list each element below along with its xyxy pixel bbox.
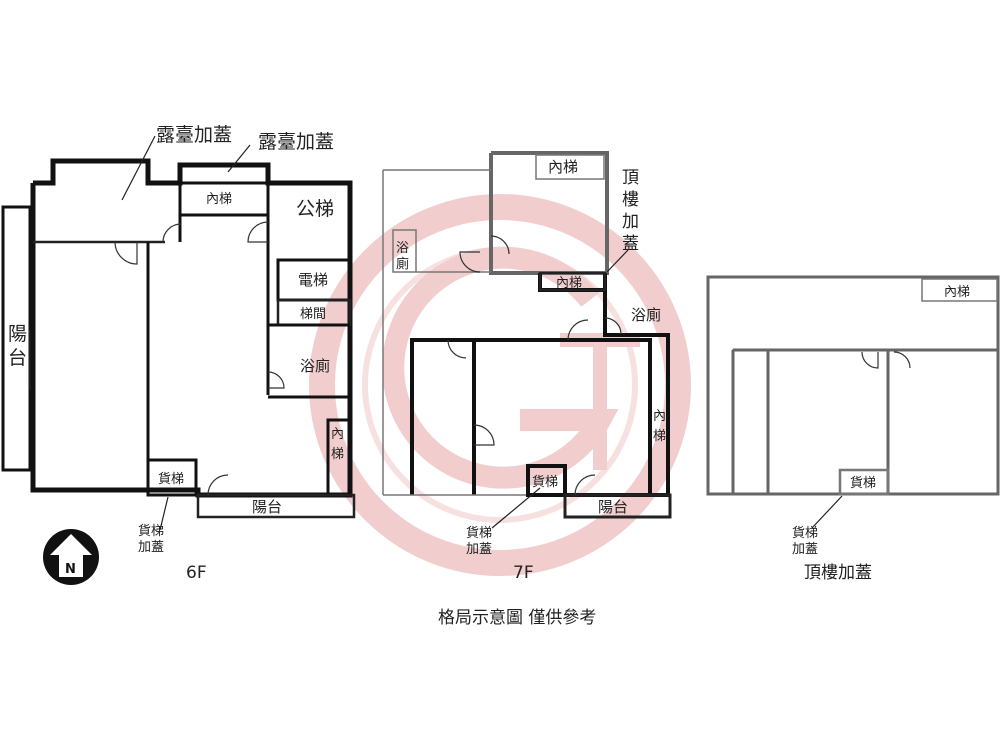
compass-north-icon: N: [43, 529, 99, 585]
balcony-bottom-6f: [196, 493, 356, 519]
label-public-stair: 公梯: [296, 198, 334, 220]
label-freight-lift-6f: 貨梯: [158, 471, 184, 487]
label-freight-cover-rooftop-1: 貨梯: [792, 525, 818, 541]
label-rooftop-v4: 蓋: [622, 234, 639, 254]
label-terrace-cover-2: 露臺加蓋: [258, 131, 334, 153]
label-balcony-7f: 陽台: [598, 498, 628, 516]
freight-lift-7f: [526, 464, 567, 497]
label-freight-cover-6f-2: 加蓋: [138, 540, 164, 555]
label-freight-cover-6f-1: 貨梯: [138, 523, 164, 539]
compass-n-label: N: [65, 562, 76, 577]
label-inner-stair-v1-7f: 內: [653, 409, 666, 424]
caption-rooftop: 頂樓加蓋: [804, 563, 872, 583]
label-bathroom-7f: 浴廁: [631, 306, 661, 324]
label-bathroom-v2-7f: 廁: [396, 256, 409, 272]
label-balcony-left-v2: 台: [8, 347, 27, 369]
label-inner-stair-v1-6f: 內: [331, 427, 344, 442]
label-freight-cover-rooftop-2: 加蓋: [792, 542, 818, 557]
label-rooftop-v2: 樓: [622, 190, 639, 210]
freight-lift-6f: [146, 458, 198, 497]
label-balcony-6f: 陽台: [252, 498, 282, 516]
label-freight-cover-7f-2: 加蓋: [466, 542, 492, 557]
label-inner-stair-rooftop: 內梯: [944, 285, 970, 300]
label-stairwell: 梯間: [300, 307, 326, 322]
watermark-logo: [309, 194, 691, 576]
label-inner-stair-v2-6f: 梯: [331, 447, 344, 462]
plan-rooftop: 內梯 貨梯 貨梯 加蓋 頂樓加蓋: [706, 275, 1000, 583]
label-balcony-left-v1: 陽: [8, 323, 27, 345]
label-freight-lift-rooftop: 貨梯: [850, 475, 876, 491]
label-elevator: 電梯: [298, 271, 328, 289]
label-bathroom-6f: 浴廁: [300, 357, 330, 375]
label-freight-cover-7f-1: 貨梯: [466, 525, 492, 541]
outline-6f: [30, 158, 353, 498]
label-rooftop-v3: 加: [622, 212, 639, 232]
caption-note: 格局示意圖 僅供參考: [438, 608, 596, 628]
label-terrace-cover-1: 露臺加蓋: [156, 124, 232, 146]
label-bathroom-v1-7f: 浴: [396, 241, 409, 256]
label-rooftop-v1: 頂: [622, 168, 639, 188]
freight-lift-rooftop: [838, 468, 890, 496]
caption-7f: 7F: [513, 563, 534, 583]
label-freight-lift-7f: 貨梯: [532, 474, 558, 490]
plan-6f: 露臺加蓋 露臺加蓋 內梯 公梯 電梯 梯間 浴廁 內 梯 貨梯 陽台 陽 台 貨…: [1, 124, 356, 585]
label-inner-stair-7f-mid: 內梯: [556, 276, 582, 291]
outline-rooftop: [706, 275, 1000, 496]
plan-7f: 內梯 頂 樓 加 蓋 浴 廁 內梯 浴廁 內 梯 貨梯 陽台 貨梯 加蓋 7F: [382, 151, 672, 583]
label-inner-stair-6f: 內梯: [206, 192, 232, 207]
label-inner-stair-v2-7f: 梯: [653, 429, 666, 444]
balcony-7f: [563, 493, 672, 519]
label-inner-stair-7f-top: 內梯: [548, 158, 578, 176]
caption-6f: 6F: [186, 563, 207, 583]
